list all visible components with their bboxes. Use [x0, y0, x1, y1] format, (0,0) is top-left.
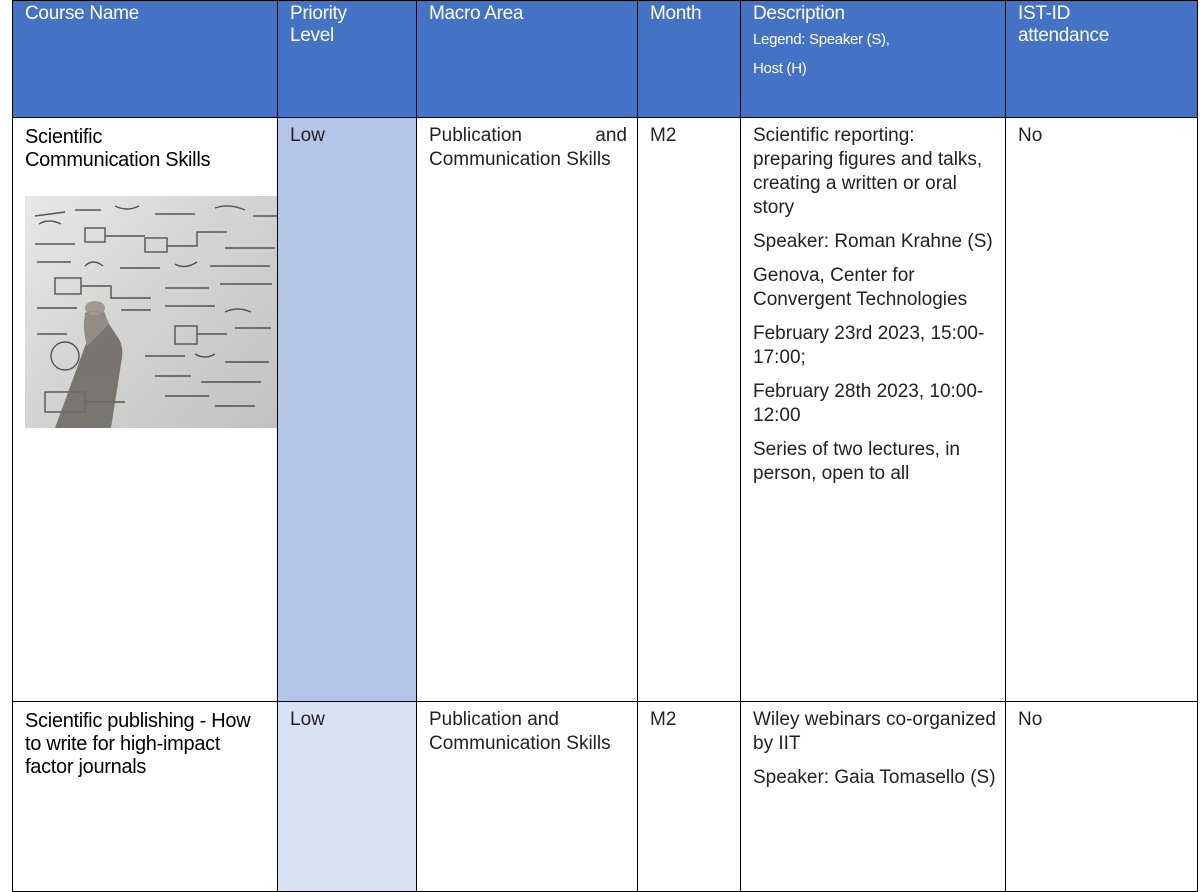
month-cell: M2: [637, 701, 741, 892]
description-paragraph: Wiley webinars co-organized by IIT: [753, 709, 996, 754]
month-value: M2: [650, 125, 677, 146]
macro-area-value: Publication and Communication Skills: [429, 125, 627, 170]
header-attendance-line2: attendance: [1018, 25, 1110, 46]
description-cell: Wiley webinars co-organized by IIT Speak…: [740, 701, 1006, 892]
whiteboard-formulas-image: [25, 196, 277, 428]
attendance-cell: No: [1005, 701, 1198, 892]
header-description-title: Description: [753, 3, 845, 24]
priority-cell: Low: [277, 117, 417, 702]
description-cell: Scientific reporting: preparing figures …: [740, 117, 1006, 702]
attendance-value: No: [1018, 709, 1043, 730]
course-name: Scientific publishing - How to write for…: [25, 710, 251, 778]
course-name-cell: Scientific Communication Skills: [12, 117, 278, 702]
month-cell: M2: [637, 117, 741, 702]
table-row: Scientific Communication Skills: [12, 117, 1198, 702]
month-value: M2: [650, 709, 677, 730]
header-macro-area: Macro Area: [416, 0, 638, 118]
course-table-container: Course Name Priority Level Macro Area Mo…: [12, 0, 1198, 892]
header-attendance-line1: IST-ID: [1018, 3, 1071, 24]
table-row: Scientific publishing - How to write for…: [12, 701, 1198, 892]
header-legend-line2: Host (H): [753, 60, 807, 77]
header-month: Month: [637, 0, 741, 118]
header-legend-line1: Legend: Speaker (S),: [753, 31, 890, 48]
description-paragraph: Series of two lectures, in person, open …: [753, 439, 960, 484]
header-priority-line2: Level: [290, 25, 334, 46]
attendance-cell: No: [1005, 117, 1198, 702]
macro-area-value: Publication and Communication Skills: [429, 709, 611, 754]
course-name-cell: Scientific publishing - How to write for…: [12, 701, 278, 892]
header-description: Description Legend: Speaker (S), Host (H…: [740, 0, 1006, 118]
course-name: Scientific Communication Skills: [25, 126, 211, 171]
attendance-value: No: [1018, 125, 1043, 146]
description-paragraph: Genova, Center for Convergent Technologi…: [753, 265, 968, 310]
description-paragraph: February 23rd 2023, 15:00-17:00;: [753, 323, 985, 368]
header-attendance: IST-ID attendance: [1005, 0, 1198, 118]
course-table: Course Name Priority Level Macro Area Mo…: [12, 0, 1198, 892]
header-legend: Legend: Speaker (S), Host (H): [753, 27, 999, 85]
macro-area-cell: Publication and Communication Skills: [416, 701, 638, 892]
description-paragraph: February 28th 2023, 10:00-12:00: [753, 381, 984, 426]
header-row: Course Name Priority Level Macro Area Mo…: [12, 0, 1198, 118]
description-paragraph: Speaker: Gaia Tomasello (S): [753, 767, 996, 788]
description-paragraph: Speaker: Roman Krahne (S): [753, 231, 993, 252]
header-course-name: Course Name: [12, 0, 278, 118]
priority-value: Low: [290, 709, 325, 730]
priority-value: Low: [290, 125, 325, 146]
macro-area-cell: Publication and Communication Skills: [416, 117, 638, 702]
header-priority-line1: Priority: [290, 3, 347, 24]
description-paragraph: Scientific reporting: preparing figures …: [753, 125, 983, 218]
priority-cell: Low: [277, 701, 417, 892]
header-priority-level: Priority Level: [277, 0, 417, 118]
